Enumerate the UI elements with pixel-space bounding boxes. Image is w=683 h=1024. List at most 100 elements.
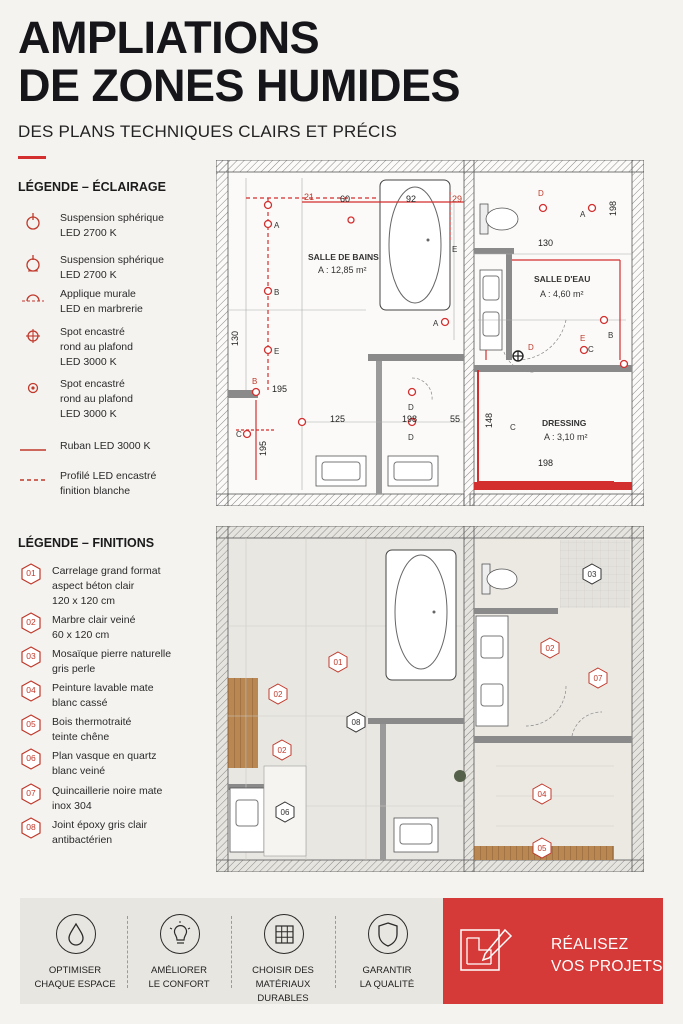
finishes-floor-plan: 01 02 02 03 02 04 05 06 07 08 [216, 526, 644, 872]
wood-bench [228, 678, 258, 768]
divider [335, 916, 336, 988]
toilet [479, 203, 519, 235]
marker-label: D [408, 403, 414, 412]
feature-label: OPTIMISER [48, 965, 102, 976]
dimension-label: 130 [230, 331, 240, 346]
hex-badge-icon [21, 680, 41, 702]
legend-text: Suspension sphérique [60, 212, 164, 224]
feature-label: AMÉLIORER [151, 965, 207, 976]
dimension-label: 198 [538, 458, 553, 468]
legend-text: LED 3000 K [60, 408, 117, 420]
legend-text: Mosaïque pierre naturelle [52, 648, 172, 660]
page-subtitle: DES PLANS TECHNIQUES CLAIRS ET PRÉCIS [18, 122, 397, 141]
marker-label: A [274, 221, 280, 230]
marker-label: C [510, 423, 516, 432]
legend-text: antibactérien [52, 834, 113, 846]
hex-badge-icon [21, 563, 41, 585]
cta-line: VOS PROJETS [551, 958, 663, 975]
finish-number: 02 [26, 617, 36, 627]
finish-label: 06 [281, 808, 290, 817]
finish-label: 02 [274, 690, 283, 699]
legend-lighting-item: Ruban LED 3000 K [20, 438, 210, 464]
legend-text: Ruban LED 3000 K [60, 440, 151, 452]
legend-text: inox 304 [52, 800, 92, 812]
legend-text: Bois thermotraité [52, 716, 132, 728]
legend-text: blanc cassé [52, 697, 108, 709]
dimension-label: 60 [340, 194, 350, 204]
legend-text: Profilé LED encastré [60, 470, 157, 482]
legend-text: Quincaillerie noire mate [52, 785, 163, 797]
legend-text: Peinture lavable mate [52, 682, 154, 694]
legend-text: Spot encastré [60, 378, 125, 390]
hex-badge-icon [21, 714, 41, 736]
shield-icon [368, 914, 408, 954]
legend-text: LED en marbrerie [60, 303, 143, 315]
finish-label: 08 [352, 718, 361, 727]
legend-text: Suspension sphérique [60, 254, 164, 266]
lightbulb-icon [160, 914, 200, 954]
finish-label: 02 [278, 746, 287, 755]
legend-text: finition blanche [60, 485, 131, 497]
legend-text: 120 x 120 cm [52, 595, 116, 607]
dimension-label: 55 [450, 414, 460, 424]
feature-label: MATÉRIAUX DURABLES [255, 979, 311, 1004]
marker-labels: A A B E B C D D D A E B C E D C [236, 189, 613, 442]
finish-label: 05 [538, 844, 547, 853]
finish-label: 01 [334, 658, 343, 667]
dimension-label: 198 [608, 201, 618, 216]
recessed-spot-icon [20, 376, 46, 402]
legend-text: teinte chêne [52, 731, 110, 743]
marker-label: E [580, 334, 585, 343]
dimension-labels-red: 21 29 [304, 192, 462, 204]
legend-text: aspect béton clair [52, 580, 135, 592]
title-line-2: DE ZONES HUMIDES [18, 60, 461, 111]
lighting-layout [236, 192, 632, 490]
marker-label: B [608, 331, 613, 340]
legend-text: Applique murale [60, 288, 136, 300]
legend-text: LED 2700 K [60, 269, 117, 281]
light-points [242, 200, 629, 439]
cta-line: RÉALISEZ [551, 936, 629, 953]
led-profile-icon [20, 468, 46, 494]
lighting-floor-plan: 21 29 60 92 130 195 125 198 55 130 148 1… [216, 160, 644, 506]
door-arcs [525, 685, 603, 737]
title-line-1: AMPLIATIONS [18, 12, 320, 63]
legend-text: rond au plafond [60, 341, 133, 353]
marker-label: D [528, 343, 534, 352]
hex-badge-icon [21, 748, 41, 770]
marker-label: A [580, 210, 586, 219]
hex-badge-icon [21, 646, 41, 668]
room-name: SALLE D'EAU [534, 274, 590, 284]
legend-text: Marbre clair veiné [52, 614, 136, 626]
door-arcs [411, 319, 567, 401]
feature-label: CHOISIR DES [252, 965, 314, 976]
divider [127, 916, 128, 988]
legend-text: 60 x 120 cm [52, 629, 110, 641]
dimension-label: 29 [452, 194, 462, 204]
vanity-left [229, 787, 265, 853]
feature-label: LA QUALITÉ [359, 979, 415, 990]
legend-text: Plan vasque en quartz [52, 750, 157, 762]
finish-label: 07 [594, 674, 603, 683]
page-title: AMPLIATIONS DE ZONES HUMIDES [18, 14, 578, 110]
dimension-label: 130 [538, 238, 553, 248]
dimension-label: 148 [484, 413, 494, 428]
sinks-bottom [315, 455, 439, 487]
marker-label: E [452, 245, 457, 254]
finish-number: 07 [26, 788, 36, 798]
cta-banner[interactable]: RÉALISEZ VOS PROJETS [443, 898, 663, 1004]
dimension-label: 125 [330, 414, 345, 424]
dimension-label: 21 [304, 192, 314, 202]
